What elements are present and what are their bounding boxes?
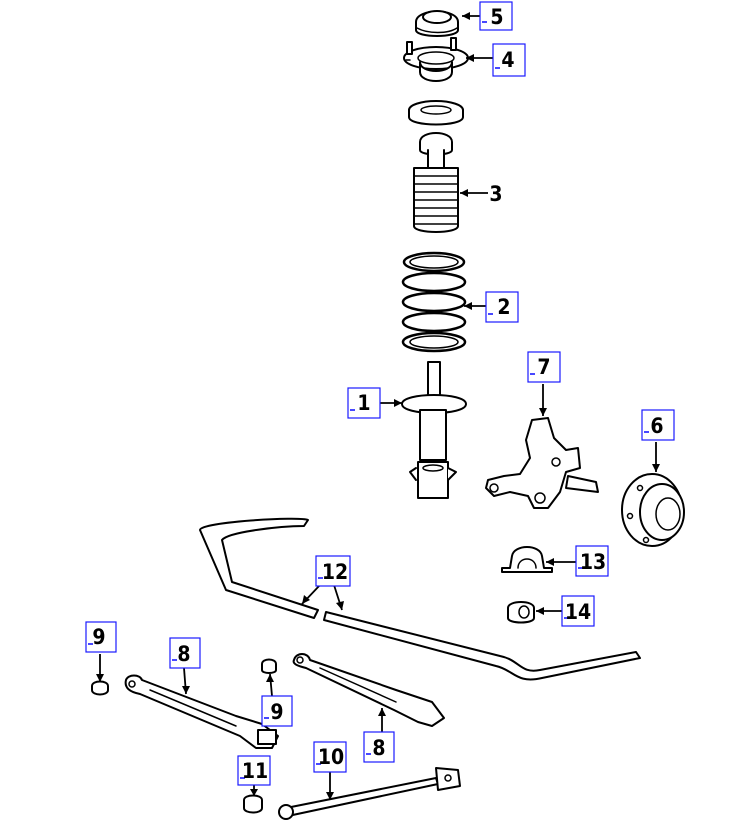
part-bar-bracket <box>501 546 553 573</box>
callout-12-label: 12 <box>322 560 348 584</box>
callout-12[interactable]: 12 <box>315 555 351 587</box>
callout-8-right[interactable]: 8 <box>363 731 395 763</box>
callout-2[interactable]: 2 <box>485 291 519 323</box>
callout-14-label: 14 <box>565 600 591 624</box>
callout-9-left[interactable]: 9 <box>85 621 117 653</box>
part-coil-spring <box>401 251 467 353</box>
callout-4-label: 4 <box>501 48 514 72</box>
part-dust-boot <box>413 132 459 233</box>
callout-1[interactable]: 1 <box>347 387 381 419</box>
callout-3-label: 3 <box>489 182 502 206</box>
callout-7[interactable]: 7 <box>527 351 561 383</box>
part-strut-mount <box>403 37 469 82</box>
part-stabilizer-bar <box>199 517 641 681</box>
part-lower-arm-left <box>124 674 279 749</box>
part-upper-mount-cap <box>415 10 459 37</box>
callout-5[interactable]: 5 <box>479 1 513 31</box>
part-strut <box>401 361 467 499</box>
part-bearing-ring <box>408 100 464 126</box>
callout-7-label: 7 <box>537 355 550 379</box>
callout-8-right-label: 8 <box>372 736 385 760</box>
callout-13-label: 13 <box>580 550 606 574</box>
callout-11[interactable]: 11 <box>237 755 271 786</box>
callout-1-label: 1 <box>357 391 370 415</box>
callout-8-left-label: 8 <box>177 642 190 666</box>
callout-8-left[interactable]: 8 <box>169 637 201 669</box>
callout-9-left-label: 9 <box>92 625 105 649</box>
callout-4[interactable]: 4 <box>492 43 526 77</box>
part-small-bushing <box>243 794 263 814</box>
callout-6[interactable]: 6 <box>641 409 675 441</box>
part-bar-bushing <box>507 601 535 624</box>
callout-9-right[interactable]: 9 <box>261 695 293 727</box>
callout-10[interactable]: 10 <box>313 741 347 773</box>
callout-13[interactable]: 13 <box>575 545 609 577</box>
callout-3[interactable]: 3 <box>489 182 502 206</box>
callout-5-label: 5 <box>490 5 503 29</box>
callout-2-label: 2 <box>497 295 510 319</box>
part-bushing-right <box>261 658 277 674</box>
part-lower-arm-right <box>292 653 445 727</box>
part-steering-knuckle <box>485 417 599 509</box>
callout-9-right-label: 9 <box>270 700 283 724</box>
leader-arrowheads <box>96 12 660 800</box>
part-trailing-link <box>278 767 461 820</box>
callout-14[interactable]: 14 <box>561 595 595 627</box>
callout-10-label: 10 <box>318 745 344 769</box>
callout-6-label: 6 <box>650 414 663 438</box>
callout-11-label: 11 <box>242 759 268 783</box>
part-hub-bearing <box>621 473 685 547</box>
part-bushing-left <box>91 680 109 696</box>
